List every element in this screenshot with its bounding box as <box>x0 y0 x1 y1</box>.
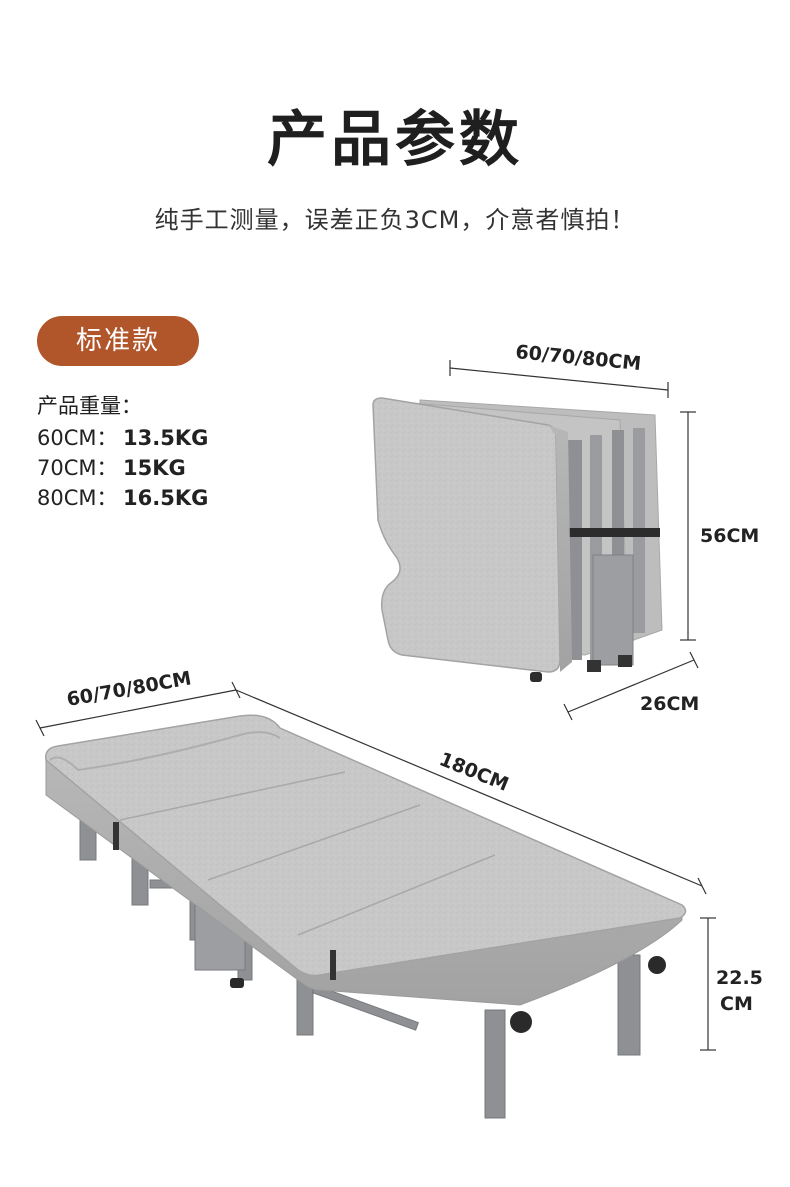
folded-height-dimension: 56CM <box>680 411 759 641</box>
unfolded-length-label: 180CM <box>436 748 511 796</box>
weight-size: 70CM： <box>37 456 118 480</box>
folded-mattress-panel <box>372 397 561 673</box>
caster-wheel <box>510 1011 532 1033</box>
weight-heading: 产品重量： <box>37 394 142 418</box>
weight-row-60: 60CM：13.5KG <box>37 423 208 453</box>
weight-size: 80CM： <box>37 486 118 510</box>
folded-frame <box>560 428 660 672</box>
unfolded-width-label: 60/70/80CM <box>65 667 193 711</box>
weight-row-80: 80CM：16.5KG <box>37 483 208 513</box>
unfolded-height-label-line2: CM <box>720 993 753 1015</box>
unfolded-bed <box>45 714 687 1119</box>
weight-value: 13.5KG <box>123 426 209 450</box>
mattress-top <box>45 714 687 977</box>
unfolded-height-dimension: 22.5 CM <box>700 917 763 1051</box>
folded-depth-label: 26CM <box>640 693 699 715</box>
measurement-note: 纯手工测量，误差正负3CM，介意者慎拍！ <box>154 206 636 234</box>
folded-width-label: 60/70/80CM <box>515 341 643 375</box>
weight-value: 16.5KG <box>123 486 209 510</box>
caster-wheel <box>648 956 666 974</box>
folded-bed <box>372 397 663 682</box>
folded-width-dimension: 60/70/80CM <box>449 341 669 398</box>
folded-height-label: 56CM <box>700 525 759 547</box>
folded-depth-dimension: 26CM <box>563 651 699 721</box>
weight-value: 15KG <box>123 456 186 480</box>
weight-size: 60CM： <box>37 426 118 450</box>
weight-row-70: 70CM：15KG <box>37 453 186 483</box>
model-badge: 标准款 <box>37 316 199 366</box>
unfolded-height-label-line1: 22.5 <box>716 967 763 989</box>
page-title: 产品参数 <box>267 105 523 175</box>
